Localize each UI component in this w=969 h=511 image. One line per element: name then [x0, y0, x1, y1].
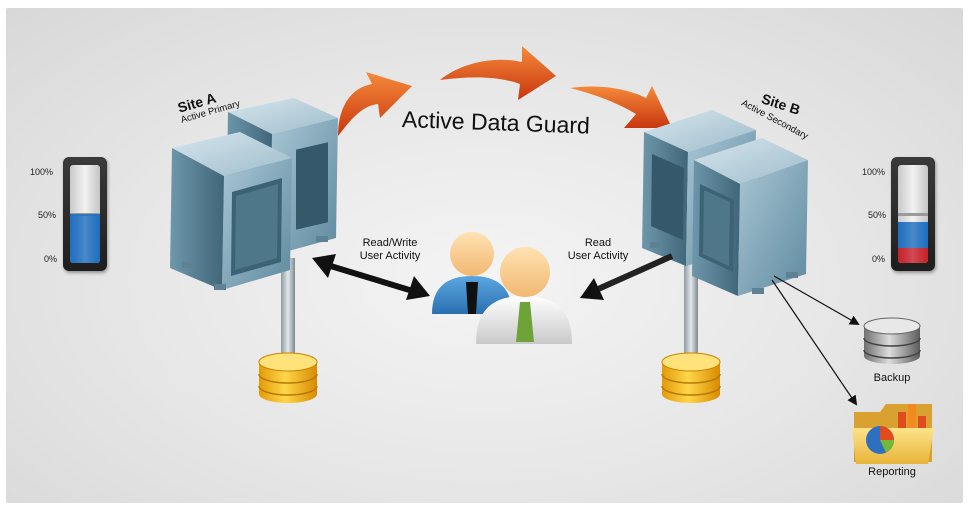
reporting-label: Reporting: [868, 466, 916, 478]
backup-label: Backup: [873, 372, 911, 384]
read-label-line2: User Activity: [567, 250, 629, 262]
gauge-fill-segment: [898, 221, 928, 249]
gauge-fill-segment: [70, 214, 100, 263]
site-a-gauge-tube: [70, 165, 100, 263]
read-write-label-line1: Read/Write: [362, 237, 418, 249]
site-b-database-icon: [661, 352, 721, 403]
backup-database-icon: [863, 317, 921, 364]
reporting-folder-icon: [852, 404, 934, 464]
site-a-pole: [281, 258, 295, 358]
site-b-tick-100: 100%: [862, 167, 886, 177]
site-b-gauge-tube: [898, 165, 928, 263]
site-b-capacity-gauge: [891, 157, 935, 271]
backup-arrow: [773, 275, 860, 325]
users-icon: [432, 232, 572, 344]
read-write-arrow: [312, 254, 430, 300]
read-write-label: Read/Write User Activity: [342, 237, 438, 263]
replication-arrows: [338, 46, 672, 136]
site-a-tick-50: 50%: [38, 210, 57, 220]
site-a-tick-100: 100%: [30, 167, 54, 177]
site-a-tick-0: 0%: [44, 254, 58, 264]
read-label: Read User Activity: [550, 237, 646, 263]
site-b-server-icon: [642, 110, 808, 296]
gauge-50-line: [898, 213, 928, 216]
read-arrow: [580, 253, 674, 300]
site-b-tick-0: 0%: [872, 254, 886, 264]
site-a-capacity-gauge: [63, 157, 107, 271]
site-a-server-icon: [170, 98, 338, 290]
read-write-label-line2: User Activity: [359, 250, 421, 262]
read-label-line1: Read: [584, 237, 612, 249]
gauge-fill-segment: [898, 248, 928, 263]
site-a-database-icon: [258, 352, 318, 403]
site-b-pole: [684, 262, 698, 358]
site-b-tick-50: 50%: [868, 210, 887, 220]
reporting-arrow: [771, 279, 858, 406]
